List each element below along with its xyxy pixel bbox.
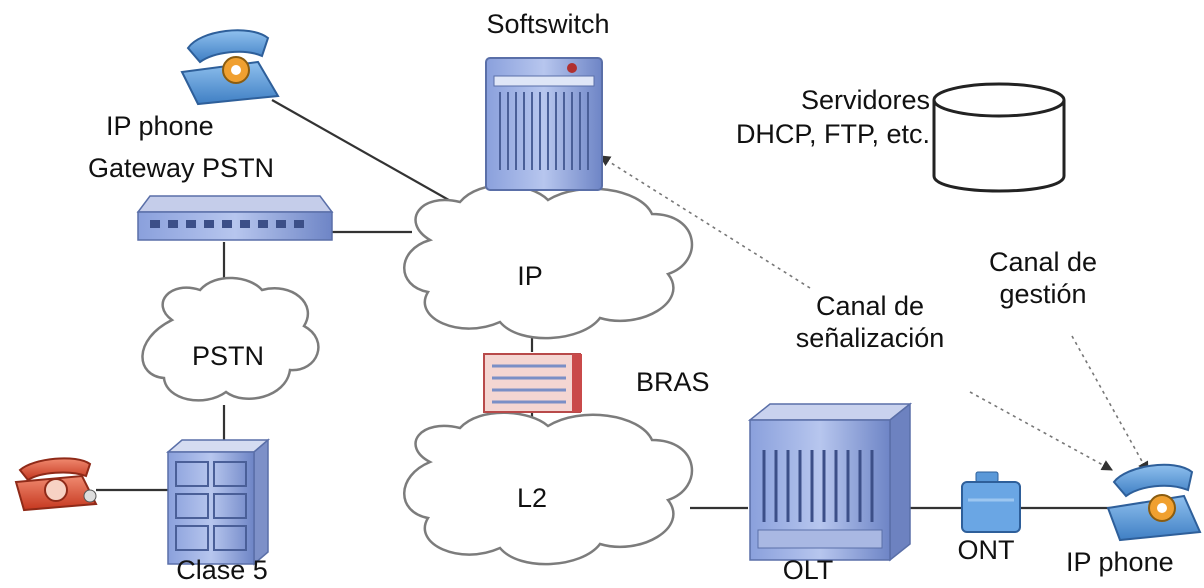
gateway-pstn-label: Gateway PSTN <box>88 153 275 183</box>
servers-label-line2: DHCP, FTP, etc. <box>735 118 930 149</box>
servers-label-line1: Servidores <box>800 85 930 115</box>
signaling-channel-line-phone <box>969 391 1113 471</box>
ip-cloud-label: IP <box>517 261 543 291</box>
signaling-label-line2: señalización <box>795 323 945 354</box>
ip-cloud <box>403 184 694 340</box>
clase5-switch-device <box>165 438 271 566</box>
ip-phone-top-icon <box>180 29 280 106</box>
gateway-pstn-device <box>136 195 334 241</box>
management-label-line1: Canal de <box>988 247 1098 277</box>
clase5-label: Clase 5 <box>176 555 268 585</box>
pstn-phone-icon <box>14 457 98 512</box>
pstn-cloud-label: PSTN <box>191 341 265 371</box>
servers-database-icon <box>932 82 1066 193</box>
l2-cloud-label: L2 <box>516 483 548 513</box>
olt-device <box>747 402 913 562</box>
management-channel-line <box>1071 335 1149 473</box>
ip-phone-bottom-icon <box>1106 463 1202 542</box>
management-label-line2: gestión <box>999 279 1087 310</box>
bras-device <box>483 353 582 413</box>
olt-label: OLT <box>782 555 834 585</box>
bras-label: BRAS <box>636 367 710 397</box>
management-channel-label: Canal de gestión <box>989 246 1097 311</box>
signaling-channel-label: Canal de señalización <box>796 290 945 355</box>
softswitch-device <box>485 57 603 191</box>
ip-phone-bottom-label: IP phone <box>1066 547 1174 577</box>
servers-label: Servidores DHCP, FTP, etc. <box>700 84 930 152</box>
ont-device <box>961 471 1021 533</box>
l2-cloud <box>403 411 694 566</box>
softswitch-label: Softswitch <box>486 9 610 39</box>
ip-phone-top-label: IP phone <box>106 111 214 141</box>
dotted-channels <box>599 155 1149 473</box>
link-ipphone-ip <box>271 99 471 213</box>
ont-label: ONT <box>957 535 1015 565</box>
signaling-label-line1: Canal de <box>815 291 925 321</box>
pstn-cloud <box>141 276 320 402</box>
